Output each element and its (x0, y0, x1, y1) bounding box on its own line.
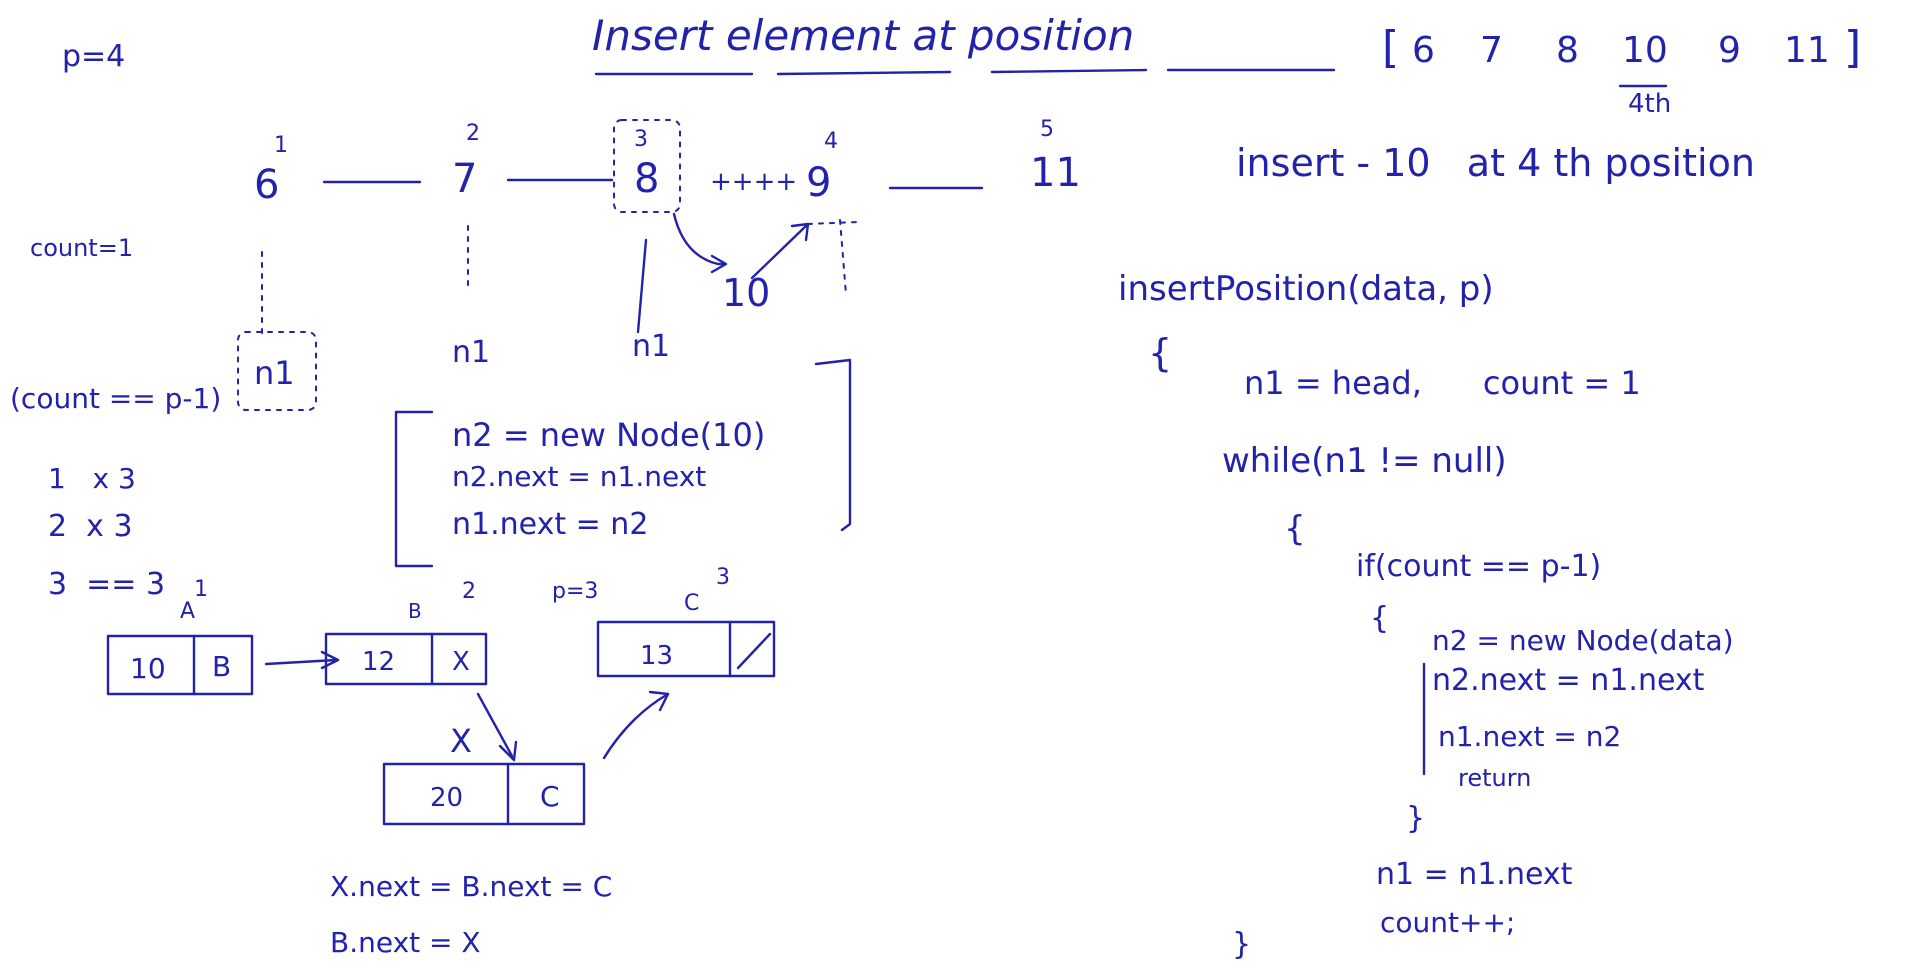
mini-arrow-x-c (602, 692, 670, 760)
dashed-from-9 (839, 219, 847, 295)
mini-node-label-c: C (684, 591, 699, 616)
mini-arrow-a-b (264, 658, 338, 666)
mini-node-b-ptr: X (452, 647, 470, 677)
code-signature: insertPosition(data, p) (1118, 269, 1494, 309)
mini-node-x-value: 20 (430, 783, 463, 813)
mini-node-index-3: 3 (716, 565, 730, 590)
mini-node-c-null-slash (736, 632, 772, 670)
code-body-line-2: n2.next = n1.next (1432, 663, 1705, 698)
array-open-bracket: [ (1382, 22, 1399, 73)
title-underline (594, 68, 1336, 76)
cut-link-mark: ++++ (710, 167, 797, 197)
mini-node-b (324, 632, 488, 686)
list-node-11: 11 (1030, 150, 1081, 196)
mini-node-index-2: 2 (462, 579, 476, 604)
array-close-bracket: ] (1844, 22, 1861, 73)
code-body-line-4: return (1458, 764, 1531, 792)
list-node-6: 6 (254, 162, 279, 208)
p-value-note: p=4 (62, 39, 125, 74)
mini-node-label-a: A (180, 599, 195, 624)
array-position-note: 4th (1628, 89, 1671, 119)
mini-node-c (596, 620, 776, 678)
code-while-open: { (1284, 509, 1306, 549)
count-init-note: count=1 (30, 234, 133, 262)
trace-line-3: 3 == 3 (48, 567, 165, 602)
node-index-1: 1 (274, 133, 288, 158)
code-if-close: } (1406, 801, 1425, 836)
code-close-brace: } (1232, 927, 1251, 962)
page-title: Insert element at position (592, 11, 1134, 60)
code-body-line-3: n1.next = n2 (1438, 720, 1621, 753)
mini-node-label-b: B (408, 599, 422, 623)
node-8-highlight (613, 119, 681, 213)
dashed-to-9 (807, 221, 859, 225)
mini-node-a (106, 634, 254, 696)
code-increment: count++; (1380, 906, 1515, 939)
mini-arrow-b-x (476, 692, 514, 758)
bracket-code-line-1: n2 = new Node(10) (452, 416, 765, 454)
arrow-10-to-9 (750, 222, 810, 280)
mini-arrow-a-b-head (320, 650, 340, 670)
insert-instruction: insert - 10 at 4 th position (1236, 141, 1755, 185)
pointer-n1-at-7: n1 (452, 335, 490, 370)
mini-equation-2: B.next = X (330, 926, 481, 959)
pointer-n1-at-8: n1 (632, 329, 670, 364)
mini-equation-1: X.next = B.next = C (330, 870, 612, 903)
new-node-10: 10 (722, 271, 770, 315)
array-value-2: 7 (1480, 30, 1503, 71)
code-bracket-left (394, 410, 434, 568)
list-node-8: 8 (634, 156, 659, 202)
array-value-6: 11 (1784, 30, 1830, 71)
code-if: if(count == p-1) (1356, 549, 1601, 584)
arrow-8-to-10-head (710, 254, 728, 274)
mini-node-b-value: 12 (362, 647, 395, 677)
mini-arrow-x-c-head (648, 690, 670, 712)
mini-node-x-ptr: C (540, 780, 560, 813)
bracket-code-line-2: n2.next = n1.next (452, 460, 706, 493)
pointer-n1-at-6: n1 (254, 354, 295, 392)
mini-arrow-b-x-head (498, 740, 518, 762)
code-open-brace: { (1148, 331, 1172, 375)
code-advance: n1 = n1.next (1376, 857, 1573, 892)
array-value-3: 8 (1556, 30, 1579, 71)
array-value-4: 10 (1622, 30, 1668, 71)
count-condition-note: (count == p-1) (10, 382, 221, 415)
array-value-1: 6 (1412, 30, 1435, 71)
mini-node-x (382, 762, 586, 826)
node-index-5: 5 (1040, 117, 1054, 142)
code-if-open: { (1370, 601, 1389, 636)
mini-node-c-value: 13 (640, 641, 673, 671)
code-while: while(n1 != null) (1222, 441, 1507, 481)
mini-node-a-value: 10 (130, 652, 166, 685)
mini-node-index-1: 1 (194, 577, 208, 602)
node-index-3: 3 (634, 127, 648, 152)
mini-p-label: p=3 (552, 579, 598, 604)
n1-pointer-box (237, 331, 317, 411)
arrow-8-to-10 (672, 212, 726, 266)
code-body-line-1: n2 = new Node(data) (1432, 624, 1734, 657)
node-index-4: 4 (824, 129, 838, 154)
mini-node-a-ptr: B (212, 650, 231, 683)
array-value-5: 9 (1718, 30, 1741, 71)
list-node-9: 9 (806, 160, 831, 206)
mini-cross-mark: X (450, 722, 472, 760)
trace-line-2: 2 x 3 (48, 509, 133, 544)
code-init: n1 = head, count = 1 (1244, 364, 1641, 402)
array-display: [ 6 7 8 10 9 11 ] 4th (1382, 22, 1861, 119)
pointer-line-8 (636, 238, 648, 334)
list-node-7: 7 (452, 156, 477, 202)
code-bracket-right (814, 358, 852, 532)
bracket-code-line-3: n1.next = n2 (452, 507, 648, 542)
node-index-2: 2 (466, 121, 480, 146)
trace-line-1: 1 x 3 (48, 462, 136, 495)
